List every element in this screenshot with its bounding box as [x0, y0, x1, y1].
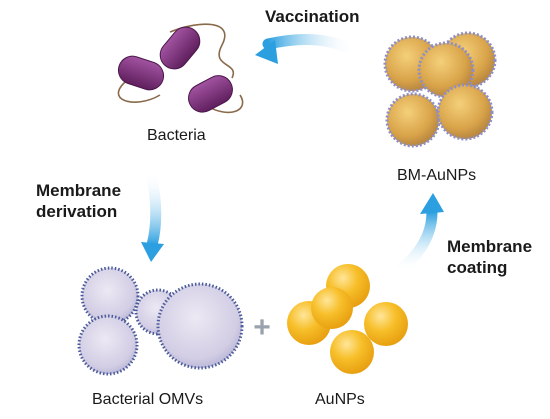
- label-membrane-coating: Membrane coating: [447, 236, 532, 278]
- bacteria-illustration: [117, 23, 244, 114]
- label-membrane-derivation-line2: derivation: [36, 202, 118, 221]
- label-vaccination: Vaccination: [265, 7, 360, 26]
- arrow-membrane-coating: [392, 193, 444, 278]
- label-membrane-coating-line1: Membrane: [447, 237, 533, 256]
- bm-aunps-cluster: [383, 31, 497, 148]
- plus-sign: +: [253, 311, 271, 344]
- label-bm-aunps: BM-AuNPs: [397, 167, 477, 184]
- label-bacterial-omvs: Bacterial OMVs: [92, 391, 204, 408]
- label-aunps: AuNPs: [315, 391, 365, 408]
- label-membrane-derivation-line1: Membrane: [36, 181, 122, 200]
- bacterial-omvs-cluster: [77, 266, 244, 376]
- label-bacteria: Bacteria: [147, 127, 206, 144]
- label-membrane-coating-line2: coating: [447, 258, 508, 277]
- arrow-vaccination: [255, 34, 361, 64]
- label-membrane-derivation: Membrane derivation: [36, 180, 121, 222]
- aunps-cluster: [287, 264, 408, 374]
- arrow-membrane-derivation: [141, 166, 164, 262]
